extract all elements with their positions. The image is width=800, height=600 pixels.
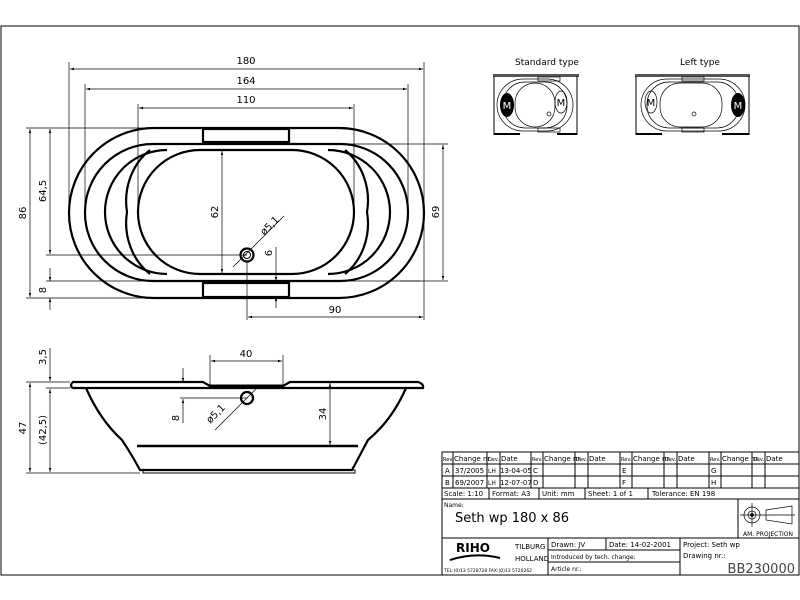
title-block-revisions-2-rev: C xyxy=(533,467,538,475)
sheet: Sheet: 1 of 1 xyxy=(588,490,633,498)
title-block-revisions-0-rev: A xyxy=(445,467,450,475)
handle-top xyxy=(201,127,291,144)
side-view: 40 3,5 47 (42,5) 8 ø5,1 34 xyxy=(18,348,425,474)
dim-8-overflow: 8 xyxy=(171,415,182,421)
basin-crescents xyxy=(103,148,392,276)
title-block-revision-headers-rev: Rev. xyxy=(621,457,632,463)
title-block-revision-headers-date: Date xyxy=(589,455,606,463)
title-block-revisions-1-change: 69/2007 xyxy=(455,479,484,487)
dim-90: 90 xyxy=(329,305,342,316)
basin-outline xyxy=(136,148,356,276)
variants-motor-mark: M xyxy=(503,101,512,112)
dim-110: 110 xyxy=(236,95,255,106)
title-block-revisions-1-dev: LH xyxy=(488,480,496,487)
drawing-frame xyxy=(0,25,800,576)
dim-3-5: 3,5 xyxy=(38,349,49,365)
dim-42-5: (42,5) xyxy=(38,415,49,445)
title-block-revisions-6-rev: G xyxy=(711,467,716,475)
dim-180: 180 xyxy=(236,56,255,67)
date: Date: 14-02-2001 xyxy=(609,541,671,549)
title-block-revision-headers-date: Date xyxy=(766,455,783,463)
dim-69: 69 xyxy=(431,206,442,219)
title-block-revision-headers-change: Change nr. xyxy=(454,455,492,463)
title-block-revisions-1-rev: B xyxy=(445,479,450,487)
outer-rim-outline xyxy=(67,126,426,300)
title-block-revision-headers-change: Change nr. xyxy=(633,455,671,463)
dim-64-5: 64,5 xyxy=(38,180,49,202)
motor-icon xyxy=(731,93,745,117)
drawing-nr-label: Drawing nr.: xyxy=(683,552,726,560)
drawing-name: Seth wp 180 x 86 xyxy=(455,511,569,526)
dim-164: 164 xyxy=(236,76,255,87)
riho-logo: RIHO xyxy=(449,541,501,561)
variants-left-label: Left type xyxy=(680,58,720,68)
dim-6: 6 xyxy=(264,250,275,256)
title-block-revision-headers-dev: Dev. xyxy=(488,457,499,463)
variants-standard-label: Standard type xyxy=(515,58,579,68)
title-block-revisions-7-rev: H xyxy=(711,479,716,487)
projection-label: AM. PROJECTION xyxy=(743,531,793,538)
variant-standard: Standard type M M xyxy=(493,58,579,135)
dim-40: 40 xyxy=(240,349,253,360)
title-block-revision-headers-date: Date xyxy=(678,455,695,463)
title-block-company-country: HOLLAND xyxy=(515,555,549,563)
top-view: 180 164 110 86 64,5 8 69 62 ø5,1 6 90 xyxy=(18,56,448,320)
title-block-revisions-1-date: 12-07-07 xyxy=(500,479,532,487)
name-label: Name: xyxy=(444,502,464,509)
dim-86: 86 xyxy=(18,207,29,220)
title-block-company-city: TILBURG xyxy=(514,543,545,551)
title-block-revisions-4-rev: E xyxy=(622,467,626,475)
revision-rows: A 37/2005 LH 13-04-05 B 69/2007 LH 12-07… xyxy=(445,467,716,487)
motor-icon xyxy=(500,93,514,117)
variants-motor-mark: M xyxy=(734,101,743,112)
article-nr: Article nr.: xyxy=(551,566,582,573)
tolerance: Tolerance: EN 198 xyxy=(651,490,715,498)
format: Format: A3 xyxy=(492,490,531,498)
variant-left: Left type M M xyxy=(635,58,750,135)
title-block-revision-headers-date: Date xyxy=(501,455,518,463)
dim-62: 62 xyxy=(210,206,221,219)
title-block-revision-headers-dev: Dev. xyxy=(665,457,676,463)
title-block-revisions-0-date: 13-04-05 xyxy=(500,467,532,475)
drawn: Drawn: JV xyxy=(551,541,585,549)
motor-icon xyxy=(554,90,568,114)
title-block-company-contact: TEL:(0)13 5728728 FAX:(0)13 5720262 xyxy=(443,568,532,574)
title-block-revisions-3-rev: D xyxy=(533,479,538,487)
title-block-company-logo: RIHO xyxy=(456,541,490,555)
scale: Scale: 1:10 xyxy=(444,490,483,498)
dim-34: 34 xyxy=(318,408,329,421)
title-block: Rev. Change nr. Dev. Date Rev. Change nr… xyxy=(441,451,800,577)
title-block-revision-headers-dev: Dev. xyxy=(753,457,764,463)
title-block-revision-headers-rev: Rev. xyxy=(710,457,721,463)
dim-47: 47 xyxy=(18,422,29,435)
title-block-revision-headers-dev: Dev. xyxy=(576,457,587,463)
title-block-revision-headers-rev: Rev. xyxy=(443,457,454,463)
unit: Unit: mm xyxy=(542,490,575,498)
introduced: Introduced by tech. change: xyxy=(551,554,636,561)
title-block-revision-headers-rev: Rev. xyxy=(532,457,543,463)
projection-symbol xyxy=(740,503,795,527)
title-block-revision-headers-change: Change nr. xyxy=(544,455,582,463)
title-block-revisions-0-change: 37/2005 xyxy=(455,467,484,475)
variants-motor-mark: M xyxy=(557,98,566,109)
drawing-number: BB230000 xyxy=(728,562,795,577)
dim-drain-diameter: ø5,1 xyxy=(259,215,282,238)
title-block-revisions-5-rev: F xyxy=(622,479,626,487)
project: Project: Seth wp xyxy=(683,541,740,549)
title-block-revisions-0-dev: LH xyxy=(488,468,496,475)
title-block-revision-headers-change: Change nr. xyxy=(722,455,760,463)
motor-icon xyxy=(644,90,658,114)
dim-8: 8 xyxy=(38,287,49,293)
handle-bottom xyxy=(201,281,291,299)
dim-overflow-diameter: ø5,1 xyxy=(205,403,228,426)
variants-motor-mark: M xyxy=(647,98,656,109)
